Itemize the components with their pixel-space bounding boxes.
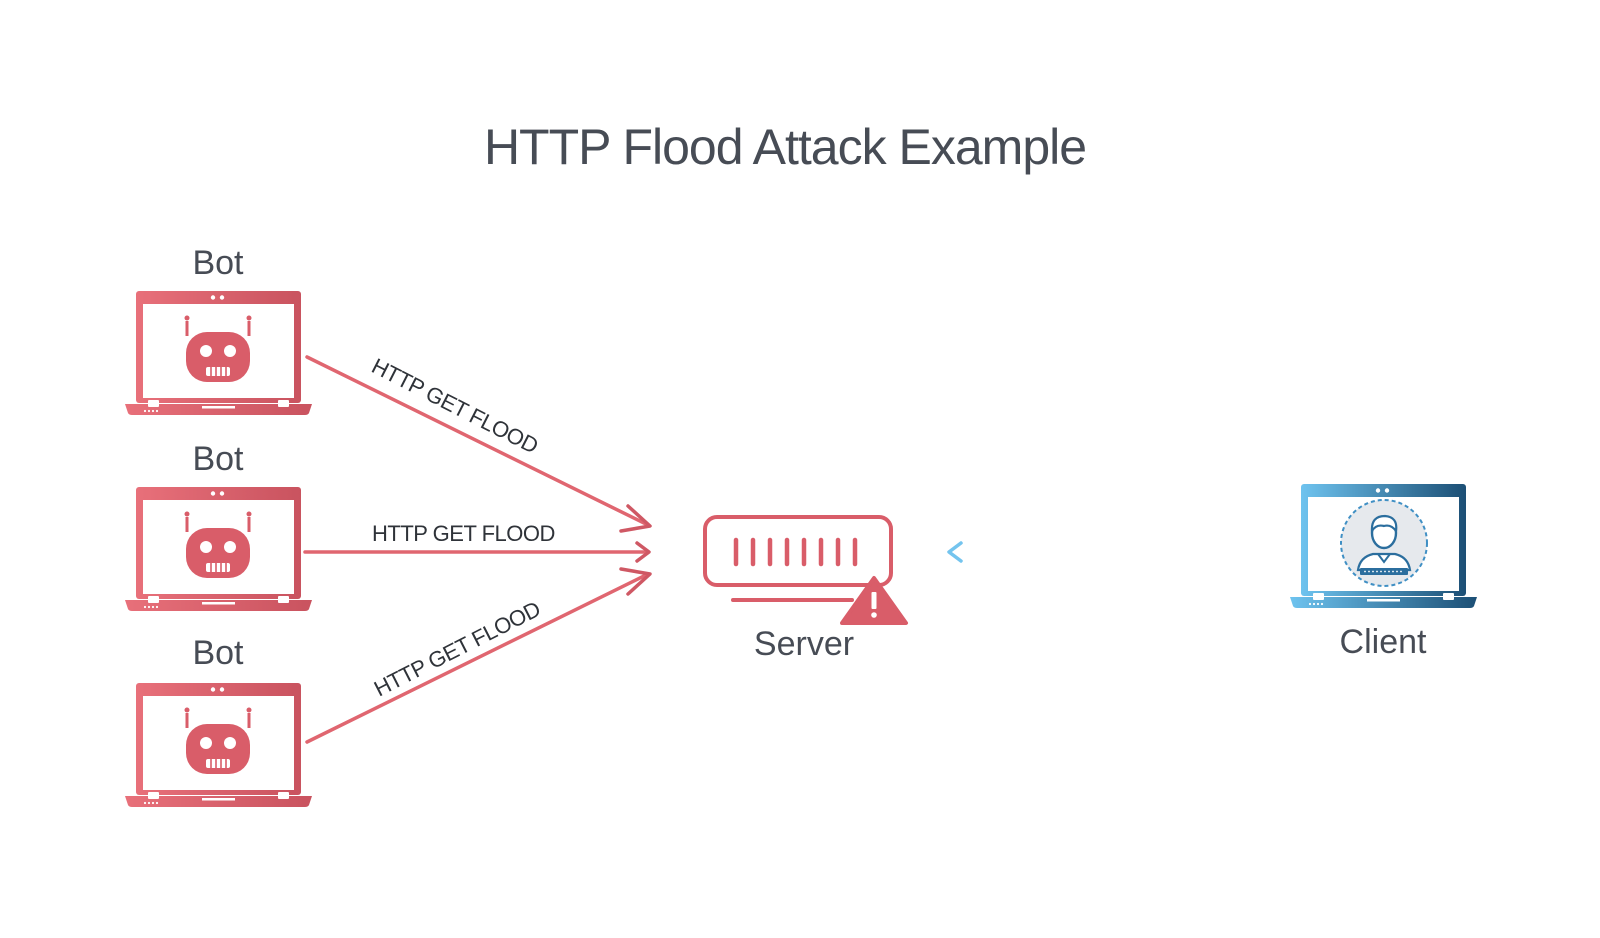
diagram-title: HTTP Flood Attack Example: [484, 119, 1086, 175]
server-slots: [733, 537, 858, 567]
server: Server: [703, 515, 908, 663]
attack-arrow-1: [305, 355, 652, 533]
attack-arrow-3: [305, 567, 652, 744]
arrow-label-3: HTTP GET FLOOD: [370, 596, 544, 701]
bot-group-1: Bot: [123, 244, 314, 417]
bot-label: Bot: [192, 244, 244, 282]
client-label: Client: [1340, 623, 1427, 661]
bot-laptop-icon: [123, 485, 314, 613]
server-icon: [703, 515, 893, 587]
bot-laptop-icon: [123, 289, 314, 417]
bot-laptop-icon: [123, 681, 314, 809]
arrow-label-1: HTTP GET FLOOD: [368, 353, 542, 458]
attack-arrows: [303, 355, 652, 744]
client: Client: [1290, 484, 1477, 661]
user-avatar-icon: [1340, 499, 1428, 587]
bot-label: Bot: [192, 634, 244, 672]
server-label: Server: [754, 625, 854, 663]
arrow-label-2: HTTP GET FLOOD: [372, 521, 555, 546]
client-arrow: [947, 541, 1300, 563]
bot-group-3: Bot: [123, 634, 314, 809]
bot-label: Bot: [192, 440, 244, 478]
bot-group-2: Bot: [123, 440, 314, 613]
attack-arrow-2: [303, 541, 651, 563]
warning-icon: [840, 576, 908, 625]
